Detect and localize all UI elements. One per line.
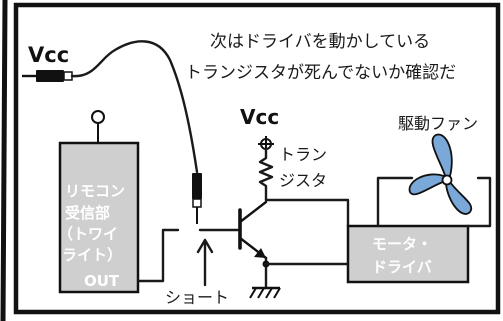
caption-line-2: トランジスタが死んでないか確認だ — [185, 63, 456, 83]
fan-label: 駆動ファン — [398, 114, 478, 133]
short-probe-tip — [192, 173, 202, 224]
transistor-label-line-2: ジスタ — [279, 171, 327, 190]
receiver-label-line-4: ライト） — [62, 246, 122, 264]
probe-vcc-label: Vcc — [28, 43, 69, 67]
pull-up-resistor — [258, 147, 274, 202]
circuit-vcc-label: Vcc — [240, 105, 279, 129]
motor-driver-label-line-2: ドライバ — [372, 258, 432, 276]
panel-frame — [13, 2, 501, 315]
ground-symbol-icon — [249, 286, 281, 299]
motor-driver-label-line-1: モータ・ — [372, 235, 432, 253]
transistor-label-line-1: トラン — [279, 145, 327, 164]
caption-line-1: 次はドライバを動かしている — [210, 32, 430, 52]
vcc-terminal-icon — [258, 136, 274, 152]
motor-driver-box — [346, 224, 470, 284]
receiver-label-line-2: 受信部 — [65, 204, 110, 222]
receiver-antenna-ball — [91, 110, 105, 124]
probe-lead-cable — [70, 40, 199, 174]
remote-receiver-box — [58, 141, 140, 294]
fan-icon — [408, 133, 473, 215]
transistor-symbol — [238, 200, 268, 260]
fan-wire-right — [466, 176, 492, 228]
panel-left-border — [0, 0, 8, 321]
receiver-out-wire — [136, 228, 180, 283]
receiver-label-line-3: （トワイ — [58, 225, 118, 243]
fan-wire-left — [376, 176, 414, 228]
collector-wire — [264, 198, 350, 228]
short-arrow-icon — [196, 238, 214, 287]
receiver-label-line-1: リモコン — [65, 182, 125, 200]
vcc-probe-tip — [22, 70, 73, 82]
receiver-out-label: OUT — [84, 272, 120, 290]
short-label: ショート — [165, 288, 229, 307]
